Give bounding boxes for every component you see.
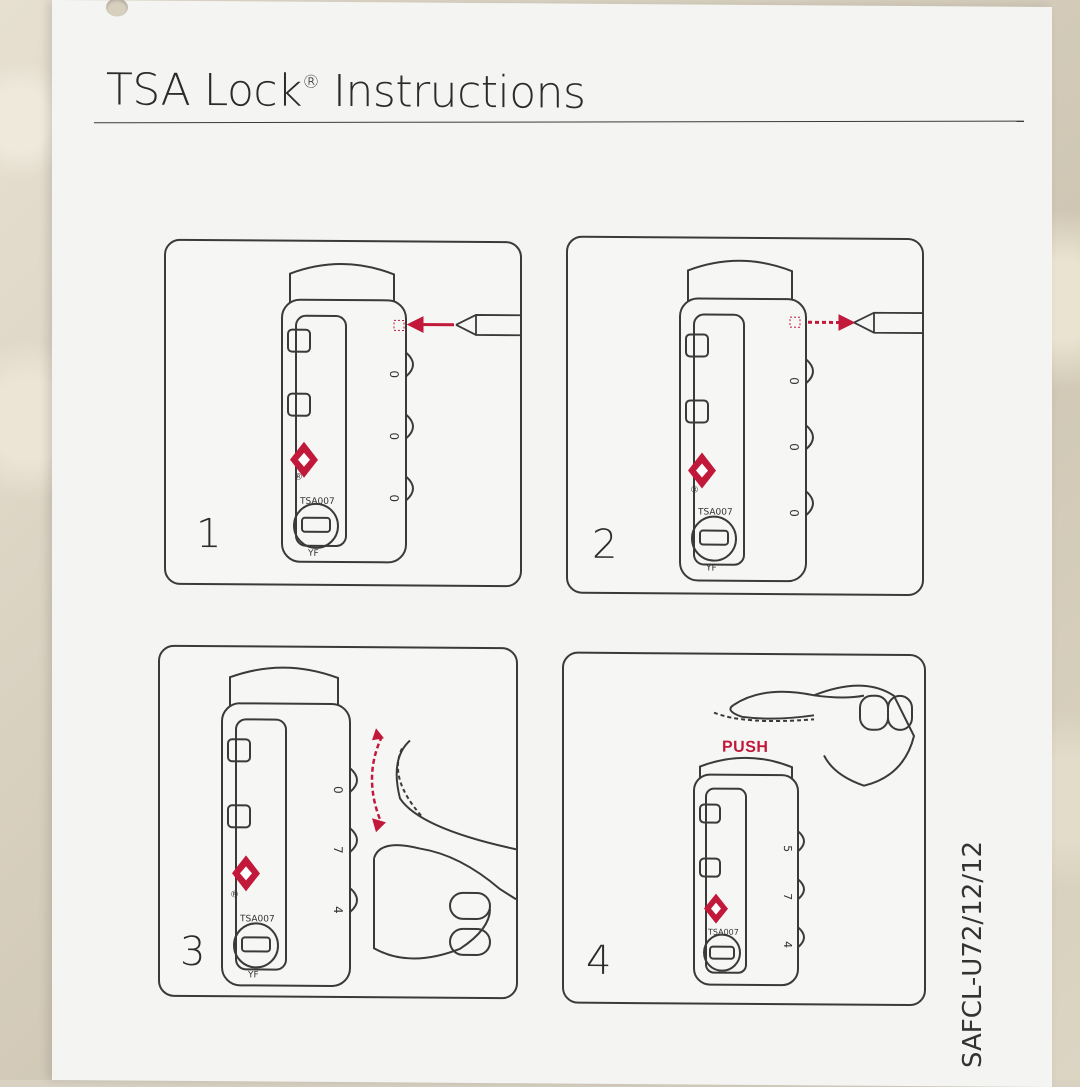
- reg-mark: ®: [690, 485, 699, 495]
- registered-mark: ®: [302, 72, 320, 93]
- dial-1: 0: [387, 370, 401, 378]
- stamp-text: TSA007: [697, 508, 733, 518]
- dial-2: 7: [331, 846, 345, 854]
- step-panel-2: 0 0 0 TSA007 YF ® 2: [566, 236, 924, 596]
- step-panel-4: 5 7 4 TSA007 PUSH 4: [562, 652, 926, 1007]
- arrow-icon: [410, 318, 454, 330]
- arrow-icon: [808, 316, 852, 328]
- dial-2: 7: [781, 893, 794, 900]
- dial-3: 0: [387, 494, 401, 502]
- finger-icon: [374, 740, 516, 959]
- key-text: YF: [247, 970, 259, 980]
- arrow-icon: [372, 736, 382, 824]
- lock-body: [680, 260, 813, 581]
- title-text: TSA Lock: [106, 64, 302, 116]
- stamp-text: TSA007: [707, 928, 739, 937]
- arrow-head-down: [372, 818, 386, 832]
- step3-illustration: 0 7 4 TSA007 YF ®: [160, 647, 516, 997]
- title-suffix: Instructions: [333, 66, 585, 119]
- push-label: PUSH: [722, 739, 768, 757]
- step4-illustration: 5 7 4 TSA007: [564, 654, 924, 1005]
- dial-3: 4: [781, 941, 794, 948]
- arrow-head-up: [372, 728, 384, 740]
- pin-tool-icon: [854, 313, 922, 333]
- step-number-3: 3: [180, 929, 205, 975]
- reg-mark: ®: [230, 890, 239, 900]
- dial-1: 5: [781, 845, 794, 852]
- punch-hole: [106, 0, 128, 17]
- key-text: YF: [705, 564, 717, 574]
- model-code: SAFCL-U72/12/12: [958, 841, 988, 1068]
- instruction-sheet: TSA Lock® Instructions 0 0 0 TSA007 YF: [52, 0, 1052, 1087]
- step-number-1: 1: [196, 511, 221, 557]
- dial-3: 0: [787, 509, 801, 517]
- stamp-text: TSA007: [239, 914, 275, 924]
- step-panel-3: 0 7 4 TSA007 YF ®: [158, 645, 518, 1000]
- key-text: YF: [307, 549, 319, 559]
- step-number-2: 2: [592, 522, 617, 568]
- step-number-4: 4: [586, 938, 611, 984]
- dial-2: 0: [787, 443, 801, 451]
- lock-body: [282, 264, 413, 563]
- step2-illustration: 0 0 0 TSA007 YF ®: [568, 238, 922, 594]
- dial-1: 0: [787, 377, 801, 385]
- stamp-text: TSA007: [299, 497, 335, 507]
- lock-body: [694, 757, 804, 985]
- dial-3: 4: [331, 906, 345, 914]
- dial-2: 0: [387, 432, 401, 440]
- page-title: TSA Lock® Instructions: [106, 64, 585, 118]
- dial-1: 0: [331, 786, 345, 794]
- lock-body: [222, 667, 357, 986]
- pin-tool-icon: [456, 315, 520, 335]
- title-rule: [94, 121, 1024, 124]
- step-panel-1: 0 0 0 TSA007 YF ® 1: [164, 239, 522, 587]
